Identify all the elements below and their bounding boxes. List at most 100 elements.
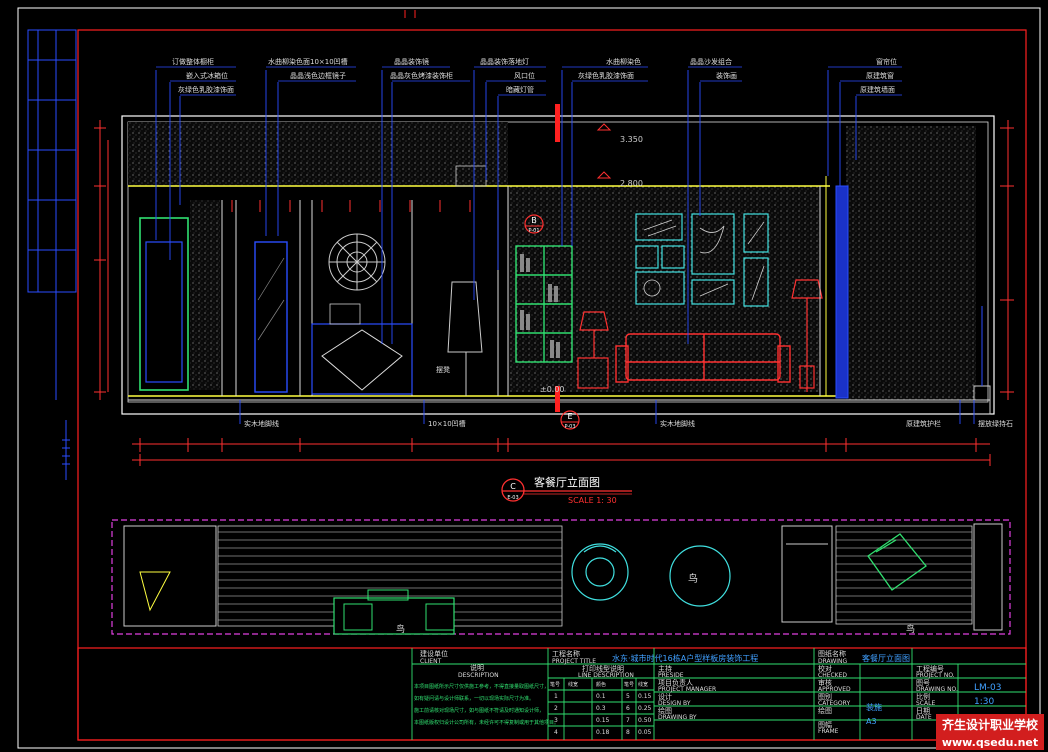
tb-pen-r4c3: 8 [626,729,630,736]
note-groove: 水曲柳染色面10×10凹槽 [268,57,348,66]
tb-check-cn: 校对 [818,664,832,673]
tb-note-3: 施工前请核对现场尺寸，如与图纸不符请及时通知设计师， [414,707,544,714]
section-marker [555,104,560,142]
plan-armchair [867,533,927,591]
tb-pen-r3c1: 3 [554,717,558,724]
margin-strip [27,29,77,480]
note-floor-lamp: 晶晶装饰落地灯 [480,57,529,66]
tb-projno-en: PROJECT NO. [916,672,955,679]
tb-client-en: CLIENT [420,658,442,665]
tb-category-cn: 图别 [818,692,832,701]
title-block [77,647,1027,741]
tb-pen-h4: 笔号 [624,681,634,688]
tb-design-cn: 设计 [658,692,672,701]
tb-approve-en: APPROVED [818,686,851,693]
note-skirting-left: 实木地脚线 [244,419,279,428]
tb-drawing-en: DRAWING [818,658,848,665]
tag-b-letter: B [531,216,537,225]
tb-note-2: 如有疑问请与设计师联系，一切以现场实际尺寸为准。 [414,695,534,702]
tb-projno-cn: 工程编号 [916,664,944,673]
tag-b-sheet: P-01 [528,228,539,234]
note-deco-cabinet: 晶晶灰色烤漆装饰柜 [390,71,453,80]
tb-date-en: DATE [916,714,932,721]
tag-e: E P-03 [560,410,580,430]
plan-label-2: 鸟 [396,623,405,635]
title-tag-sheet: E-03 [507,495,518,501]
tb-pen-h3: 颜色 [596,681,606,688]
tb-drawno-cn: 图号 [916,679,930,687]
tb-scale-value: 1:30 [974,697,994,707]
tb-frame-cn: 图幅 [818,720,832,729]
note-window: 原建筑窗 [866,71,894,80]
note-stool: 摆凳 [436,365,450,374]
title-block-text: 建设单位 CLIENT 说明 DESCRIPTION 本项目图纸所示尺寸仅供施工… [414,649,1001,736]
books [520,254,560,358]
tb-pm-en: PROJECT MANAGER [658,686,716,693]
tb-drawno-value: LM-03 [974,683,1001,693]
note-cabinet: 订做整体橱柜 [172,57,214,66]
table-lamp [577,311,609,389]
note-skirting-right: 实木地脚线 [660,419,695,428]
sheet-border [17,7,1041,749]
annotations-bottom: 实木地脚线 10×10凹槽 实木地脚线 原建筑护栏 摆放绿持石 摆凳 [244,365,1013,428]
drawing-title: C E-03 客餐厅立面图 SCALE 1: 30 [501,475,632,505]
tb-category-value: 装施 [866,702,882,712]
note-vent: 风口位 [514,71,535,80]
tb-lines-en: LINE DESCRIPTION [578,672,634,679]
wall-finish-right [846,126,976,400]
floor-lamp-left [447,281,483,396]
plan-round-table-1 [571,543,629,601]
plan-round-table-2 [669,545,731,607]
note-groove-bottom: 10×10凹槽 [428,419,466,428]
tb-drawing-cn: 图纸名称 [818,649,846,658]
tb-frame-value: A3 [866,717,877,726]
watermark: 齐生设计职业学校 www.qsedu.net [936,714,1044,750]
tb-note-1: 本项目图纸所示尺寸仅供施工参考，不得直接量取图纸尺寸， [414,683,549,690]
note-sofa: 晶晶沙发组合 [690,57,732,66]
level-floor: ±0.00 [540,385,565,394]
tb-pen-r4c1: 4 [554,729,558,736]
title-tag-letter: C [510,482,516,491]
tb-project-cn: 工程名称 [552,649,580,658]
sofa [615,333,791,383]
title-text: 客餐厅立面图 [534,475,600,489]
tb-pen-r1c1: 1 [554,693,558,700]
note-railing: 原建筑护栏 [906,419,941,428]
tb-pen-r3c2: 0.15 [596,717,610,724]
tb-pen-r2c1: 2 [554,705,558,712]
note-wood: 水曲柳染色 [606,57,641,66]
note-art: 装饰画 [716,71,737,80]
plan-dining-table [333,597,455,635]
tb-project-value: 水东·城市时代16栋A户型样板房装饰工程 [612,653,758,663]
plan-label-1: 鸟 [688,572,698,585]
tb-pen-r3c3: 7 [626,717,630,724]
tb-drawno-en: DRAWING NO. [916,686,958,693]
note-mirror: 晶晶浅色边框镜子 [290,71,346,80]
tb-design-en: DESIGN BY [658,700,691,707]
leader-lines [155,70,975,424]
plan-view: 鸟 鸟 鸟 [111,519,1011,635]
title-scale: SCALE 1: 30 [568,496,617,505]
tb-pen-r4c4: 0.05 [638,729,652,736]
bookshelf [515,245,573,363]
tb-client-cn: 建设单位 [420,649,448,658]
tag-b: B P-01 [524,214,544,234]
note-paint-left: 灰绿色乳胶漆饰面 [178,85,234,94]
note-wall: 原建筑墙面 [860,85,895,94]
level-top: 3.350 [620,135,643,144]
tb-pen-r1c3: 5 [626,693,630,700]
floor-lamp-right [791,279,823,392]
tb-pen-r2c2: 0.3 [596,705,606,712]
tb-draw-en: DRAWING BY [658,714,697,721]
level-mid: 2.800 [620,179,643,188]
tb-pen-r1c4: 0.15 [638,693,652,700]
tb-drawing-value: 客餐厅立面图 [862,653,910,663]
tb-preside-en: PRESIDE [658,672,684,679]
tb-pm-cn: 项目负责人 [658,678,693,687]
tb-pen-r3c4: 0.50 [638,717,652,724]
annotations-top: 订做整体橱柜 嵌入式冰箱位 灰绿色乳胶漆饰面 水曲柳染色面10×10凹槽 晶晶浅… [172,57,897,94]
elevation [121,104,995,415]
tb-preside-cn: 主持 [658,664,672,673]
tb-pen-r4c2: 0.18 [596,729,610,736]
tb-note-4: 本图纸版权归设计公司所有，未经许可不得复制或用于其他项目。 [414,719,559,726]
